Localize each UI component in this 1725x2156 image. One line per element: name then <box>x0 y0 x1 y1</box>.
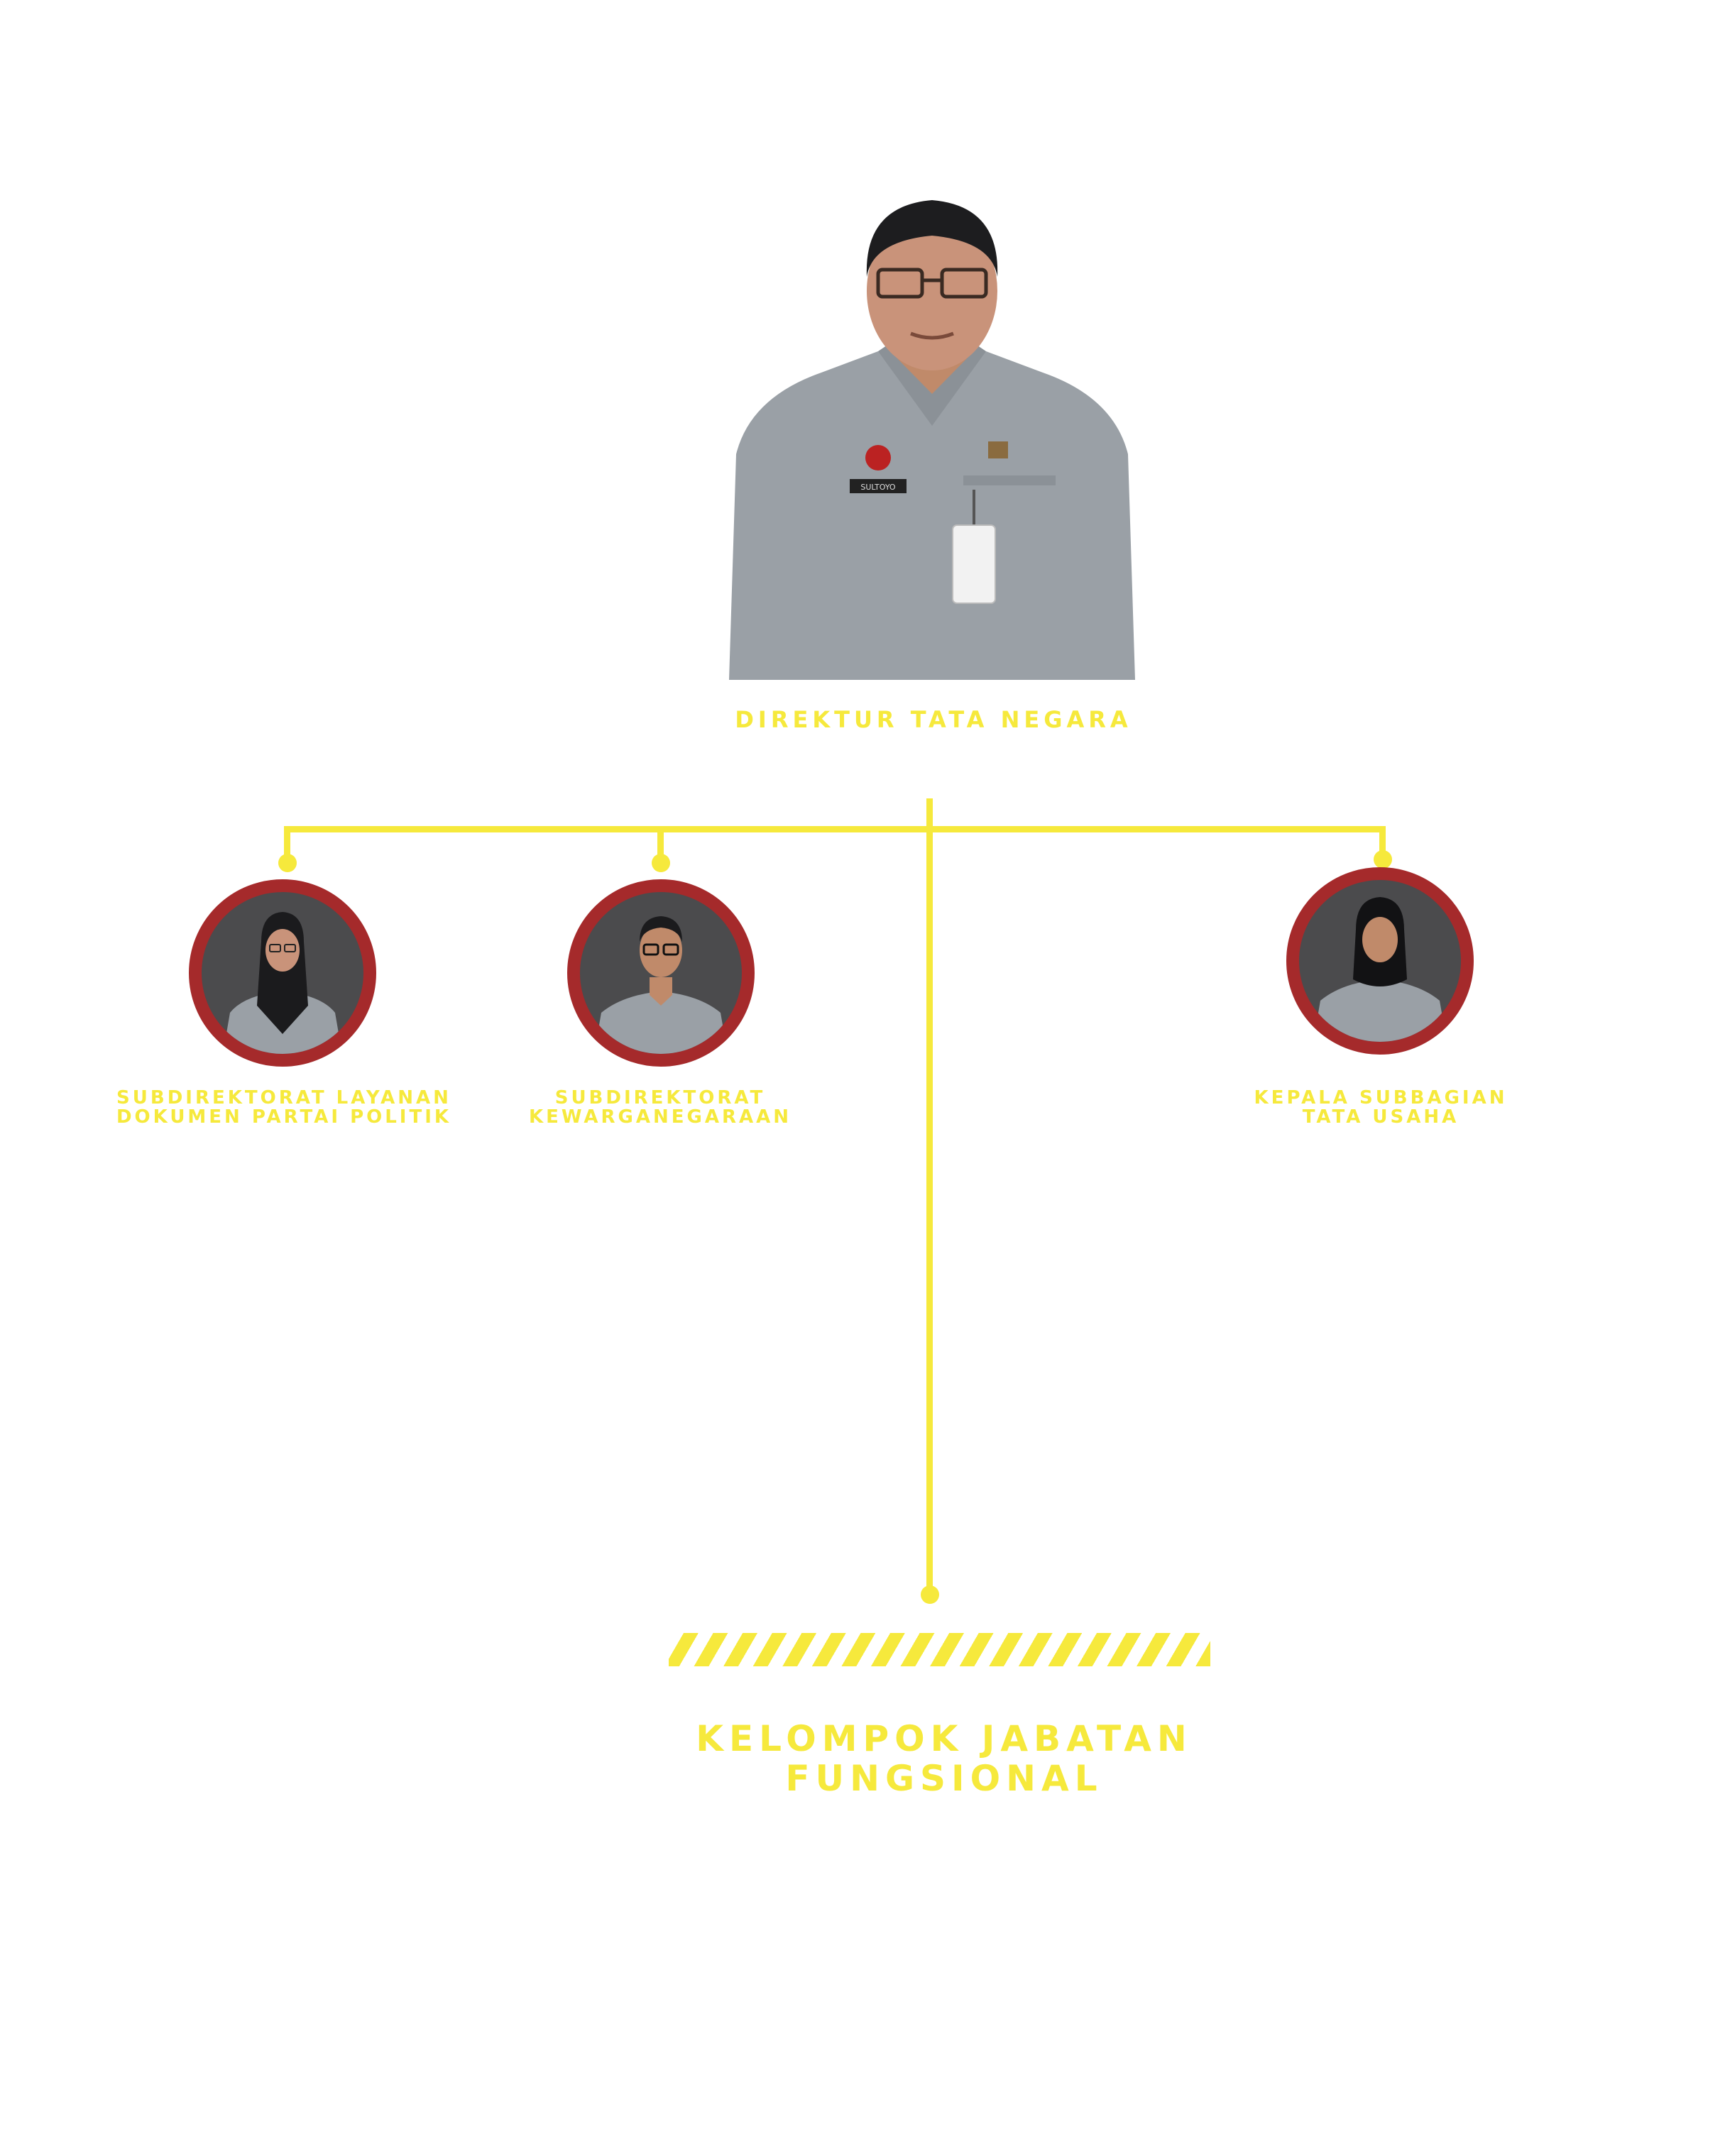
avatar-subunit-1 <box>189 879 376 1067</box>
connector-drop-right <box>1379 826 1386 858</box>
person-illustration-icon <box>594 916 728 1054</box>
director-portrait-illustration: SULTOYO <box>729 200 1135 680</box>
functional-title-line2: FUNGSIONAL <box>785 1758 1103 1799</box>
director-title: DIREKTUR TATA NEGARA <box>735 706 1132 733</box>
connector-horizontal <box>284 826 1386 832</box>
subunit-1-title: SUBDIREKTORAT LAYANAN DOKUMEN PARTAI POL… <box>106 1087 461 1128</box>
subunit-2-title-line2: KEWARGANEGARAAN <box>528 1106 792 1128</box>
connector-dot-middle <box>652 854 670 872</box>
subunit-2-title: SUBDIREKTORAT KEWARGANEGARAAN <box>483 1087 838 1128</box>
director-photo: SULTOYO <box>729 192 1135 680</box>
subunit-2-title-line1: SUBDIREKTORAT <box>554 1087 766 1109</box>
subunit-3-title-line1: KEPALA SUBBAGIAN <box>1254 1087 1508 1109</box>
subunit-3-title-line2: TATA USAHA <box>1302 1106 1460 1128</box>
functional-title: KELOMPOK JABATAN FUNGSIONAL <box>589 1719 1299 1798</box>
avatar-subunit-3 <box>1286 867 1474 1055</box>
subunit-1-title-line1: SUBDIREKTORAT LAYANAN <box>116 1087 451 1109</box>
hazard-stripe-divider <box>669 1633 1210 1666</box>
connector-trunk-main <box>926 826 933 1593</box>
connector-drop-middle <box>657 826 664 862</box>
connector-trunk-top <box>926 798 933 830</box>
functional-title-line1: KELOMPOK JABATAN <box>696 1718 1193 1759</box>
connector-dot-bottom <box>921 1585 939 1604</box>
connector-drop-left <box>284 826 290 862</box>
person-illustration-icon <box>223 912 342 1054</box>
subunit-3-title: KEPALA SUBBAGIAN TATA USAHA <box>1203 1087 1558 1128</box>
connector-dot-right <box>1374 850 1392 869</box>
person-illustration-icon <box>1313 897 1447 1042</box>
avatar-subunit-2 <box>567 879 755 1067</box>
subunit-1-title-line2: DOKUMEN PARTAI POLITIK <box>116 1106 452 1128</box>
connector-dot-left <box>278 854 297 872</box>
director-nametag: SULTOYO <box>860 483 896 492</box>
